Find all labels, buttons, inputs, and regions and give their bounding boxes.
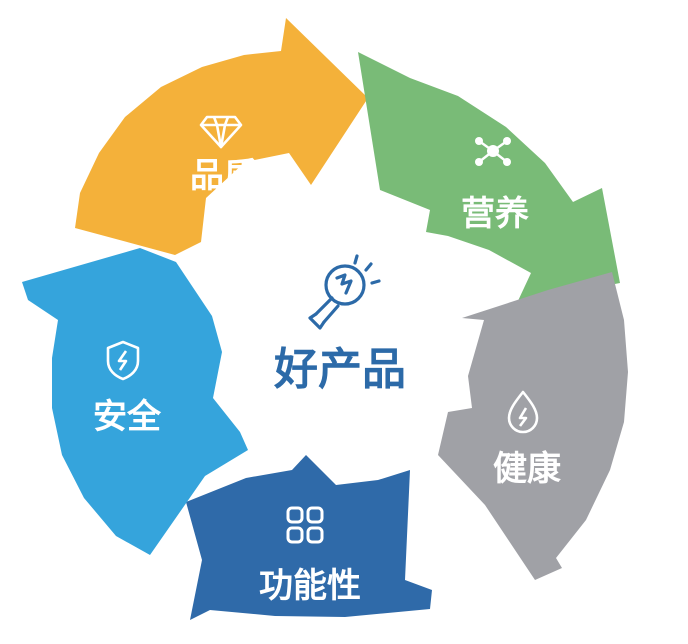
lightbulb-icon: [308, 254, 381, 330]
segment-nutrition: 营养: [358, 52, 620, 303]
molecule-icon: [475, 137, 511, 166]
center-hub: 好产品: [273, 254, 406, 395]
segment-safety-arrow: [22, 248, 248, 555]
segment-quality-label: 品质: [190, 156, 258, 196]
segment-quality: 品质: [75, 18, 368, 255]
segment-safety: 安全: [22, 248, 248, 555]
segment-function-label: 功能性: [259, 566, 361, 606]
segment-function: 功能性: [186, 455, 432, 620]
shield-icon: [106, 340, 140, 381]
segment-nutrition-arrow: [358, 52, 620, 303]
segment-health: 健康: [438, 272, 628, 580]
grid-icon: [286, 506, 324, 544]
segment-quality-arrow: [75, 18, 368, 255]
center-title: 好产品: [273, 344, 406, 395]
segment-health-label: 健康: [493, 449, 561, 489]
water-drop-icon: [507, 390, 539, 434]
segment-safety-label: 安全: [93, 397, 162, 437]
diamond-icon: [199, 115, 243, 149]
segment-nutrition-label: 营养: [461, 194, 529, 234]
